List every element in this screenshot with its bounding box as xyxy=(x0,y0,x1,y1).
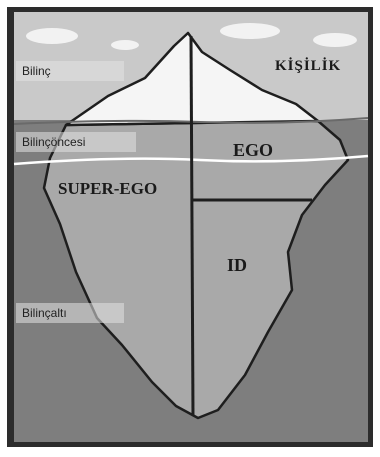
label-personality: KİŞİLİK xyxy=(275,58,341,75)
label-superego: SUPER-EGO xyxy=(58,179,157,199)
label-ego: EGO xyxy=(233,140,273,161)
level-label-conscious: Bilinç xyxy=(16,61,124,81)
level-label-unconscious: Bilinçaltı xyxy=(16,303,124,323)
divider-vertical xyxy=(191,36,193,416)
level-label-preconscious: Bilinçöncesi xyxy=(16,132,136,152)
label-id: ID xyxy=(227,255,247,276)
